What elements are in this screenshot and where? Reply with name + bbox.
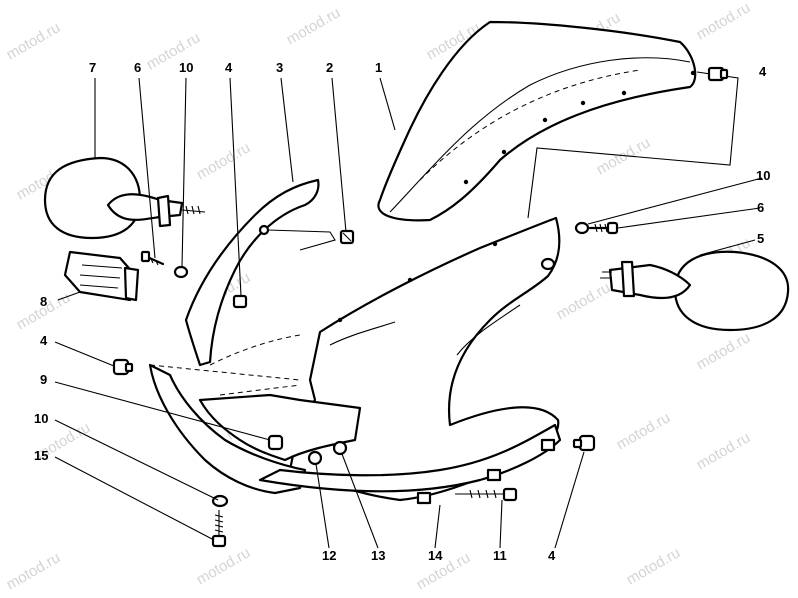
- bottom-trim: [258, 423, 562, 505]
- callout-2: 2: [326, 60, 333, 75]
- callout-11: 11: [493, 548, 507, 563]
- left-mirror: [43, 156, 206, 240]
- grommet-part-4-left: [232, 294, 248, 309]
- callout-10-right: 10: [756, 168, 770, 183]
- leader-lines: [54, 77, 763, 549]
- callout-4-left: 4: [40, 333, 48, 348]
- watermark: motod.ru: [194, 544, 254, 588]
- grommet-part-4-bottom: [572, 434, 596, 452]
- screw-part-6-left: [140, 250, 165, 266]
- nut-part-9: [267, 434, 284, 451]
- watermark: motod.ru: [414, 549, 474, 593]
- watermark: motod.ru: [4, 549, 64, 593]
- watermark: motod.ru: [194, 139, 254, 183]
- callout-4-top-right: 4: [759, 64, 767, 79]
- watermark: motod.ru: [594, 134, 654, 178]
- callout-8: 8: [40, 294, 47, 309]
- callout-15: 15: [34, 448, 48, 463]
- watermark: motod.ru: [284, 4, 344, 48]
- callout-6-right: 6: [757, 200, 764, 215]
- screw-part-6-right: [588, 221, 619, 235]
- watermark: motod.ru: [694, 429, 754, 473]
- callout-4-bottom: 4: [548, 548, 556, 563]
- callout-9: 9: [40, 372, 47, 387]
- callout-3: 3: [276, 60, 283, 75]
- callout-4-top-left: 4: [225, 60, 233, 75]
- watermark: motod.ru: [614, 409, 674, 453]
- watermark: motod.ru: [554, 279, 614, 323]
- callouts: 1 2 3 4 4 4 4 5 6 6 7 8 9 10 10 10 11 12…: [34, 60, 770, 563]
- callout-13: 13: [371, 548, 385, 563]
- left-vent: [63, 250, 140, 302]
- watermark: motod.ru: [694, 0, 754, 43]
- inner-bracket: [184, 178, 336, 367]
- windscreen: [377, 20, 697, 222]
- washer-part-10-right: [574, 221, 590, 235]
- callout-14: 14: [428, 548, 443, 563]
- callout-1: 1: [375, 60, 382, 75]
- screw-part-11: [455, 487, 518, 502]
- callout-5: 5: [757, 231, 764, 246]
- callout-6-left: 6: [134, 60, 141, 75]
- right-mirror: [600, 250, 790, 332]
- nut-part-2: [339, 229, 355, 245]
- callout-10-top: 10: [179, 60, 193, 75]
- grommet-part-4-mid: [112, 358, 134, 376]
- watermark: motod.ru: [624, 544, 684, 588]
- watermark: motod.ru: [694, 329, 754, 373]
- callout-7: 7: [89, 60, 96, 75]
- grommet-part-4-top: [707, 66, 729, 82]
- washer-part-10-bottom: [211, 494, 229, 508]
- screw-part-15: [211, 510, 227, 548]
- grommet-part-13: [332, 440, 348, 456]
- watermark: motod.ru: [144, 29, 204, 73]
- callout-10-left: 10: [34, 411, 48, 426]
- grommet-part-12: [307, 450, 323, 466]
- watermark: motod.ru: [4, 19, 64, 63]
- callout-12: 12: [322, 548, 336, 563]
- washer-part-10-left: [173, 265, 189, 279]
